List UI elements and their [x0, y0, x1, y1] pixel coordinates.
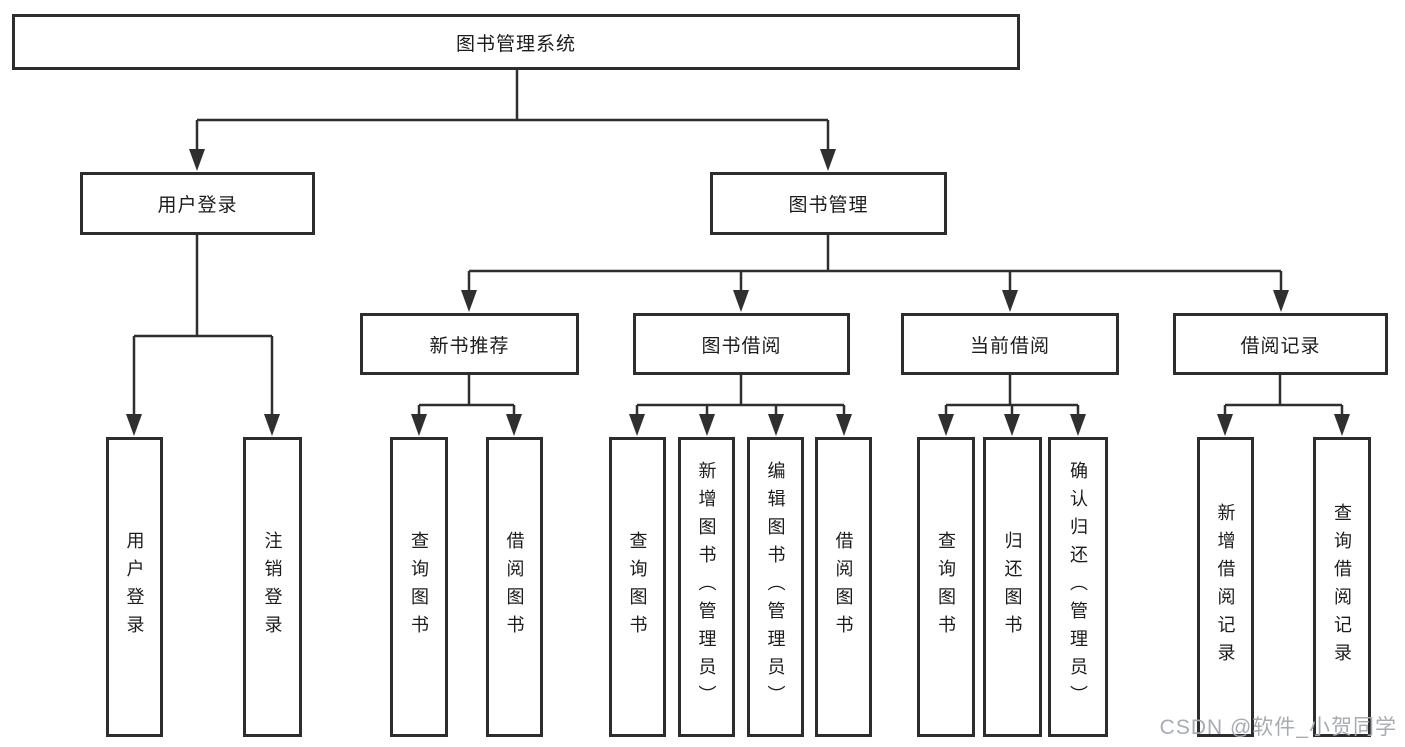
node-user-login: 用户登录	[80, 172, 315, 235]
leaf-confirm-return-admin-label: 确认归还（管理员）	[1068, 461, 1088, 713]
edge-book-management-split	[467, 235, 1283, 293]
leaf-return-book-label: 归还图书	[1002, 531, 1023, 643]
leaf-query-books-borrow: 查询图书	[609, 437, 666, 737]
leaf-add-borrow-record-label: 新增借阅记录	[1215, 503, 1236, 671]
leaf-edit-book-admin: 编辑图书（管理员）	[747, 437, 804, 737]
edge-root-split	[195, 70, 830, 152]
node-borrow-records-label: 借阅记录	[1240, 335, 1321, 357]
leaf-user-login-label: 用户登录	[124, 531, 145, 643]
node-book-borrow: 图书借阅	[633, 313, 850, 375]
leaf-logout-label: 注销登录	[262, 531, 283, 643]
node-book-management-label: 图书管理	[788, 195, 869, 216]
leaf-confirm-return-admin: 确认归还（管理员）	[1048, 437, 1108, 737]
leaf-borrow-books: 借阅图书	[815, 437, 872, 737]
leaf-query-borrow-record: 查询借阅记录	[1313, 437, 1371, 737]
leaf-query-books-recommend: 查询图书	[390, 437, 448, 737]
node-new-book-recommend: 新书推荐	[360, 313, 579, 375]
leaf-query-books-current-label: 查询图书	[936, 531, 956, 643]
leaf-borrow-books-recommend: 借阅图书	[486, 437, 543, 737]
node-book-management: 图书管理	[710, 172, 947, 235]
edge-book-borrow-split	[635, 375, 846, 418]
leaf-add-borrow-record: 新增借阅记录	[1197, 437, 1254, 737]
leaf-user-login: 用户登录	[106, 437, 163, 737]
node-current-borrow: 当前借阅	[901, 313, 1119, 375]
leaf-query-books-recommend-label: 查询图书	[409, 531, 429, 643]
leaf-edit-book-admin-label: 编辑图书（管理员）	[765, 461, 786, 713]
leaf-add-book-admin: 新增图书（管理员）	[678, 437, 735, 737]
leaf-query-books-borrow-label: 查询图书	[627, 531, 648, 643]
node-new-book-recommend-label: 新书推荐	[429, 335, 510, 357]
csdn-watermark: CSDN @软件_小贺同学	[1159, 716, 1397, 739]
node-root-label: 图书管理系统	[455, 33, 576, 55]
leaf-logout: 注销登录	[243, 437, 302, 737]
leaf-query-borrow-record-label: 查询借阅记录	[1332, 503, 1352, 671]
leaf-add-book-admin-label: 新增图书（管理员）	[696, 461, 717, 713]
leaf-query-books-current: 查询图书	[917, 437, 975, 737]
node-root: 图书管理系统	[12, 14, 1020, 70]
edge-borrow-record-split	[1223, 375, 1344, 418]
edge-current-borrow-split	[944, 375, 1080, 418]
node-user-login-label: 用户登录	[157, 195, 238, 216]
leaf-borrow-books-recommend-label: 借阅图书	[504, 531, 525, 643]
node-book-borrow-label: 图书借阅	[701, 335, 782, 357]
edge-new-book-split	[417, 375, 516, 418]
node-current-borrow-label: 当前借阅	[969, 335, 1050, 357]
node-borrow-records: 借阅记录	[1173, 313, 1388, 375]
edge-user-login-split	[132, 235, 274, 418]
leaf-return-book: 归还图书	[983, 437, 1042, 737]
leaf-borrow-books-label: 借阅图书	[833, 531, 854, 643]
